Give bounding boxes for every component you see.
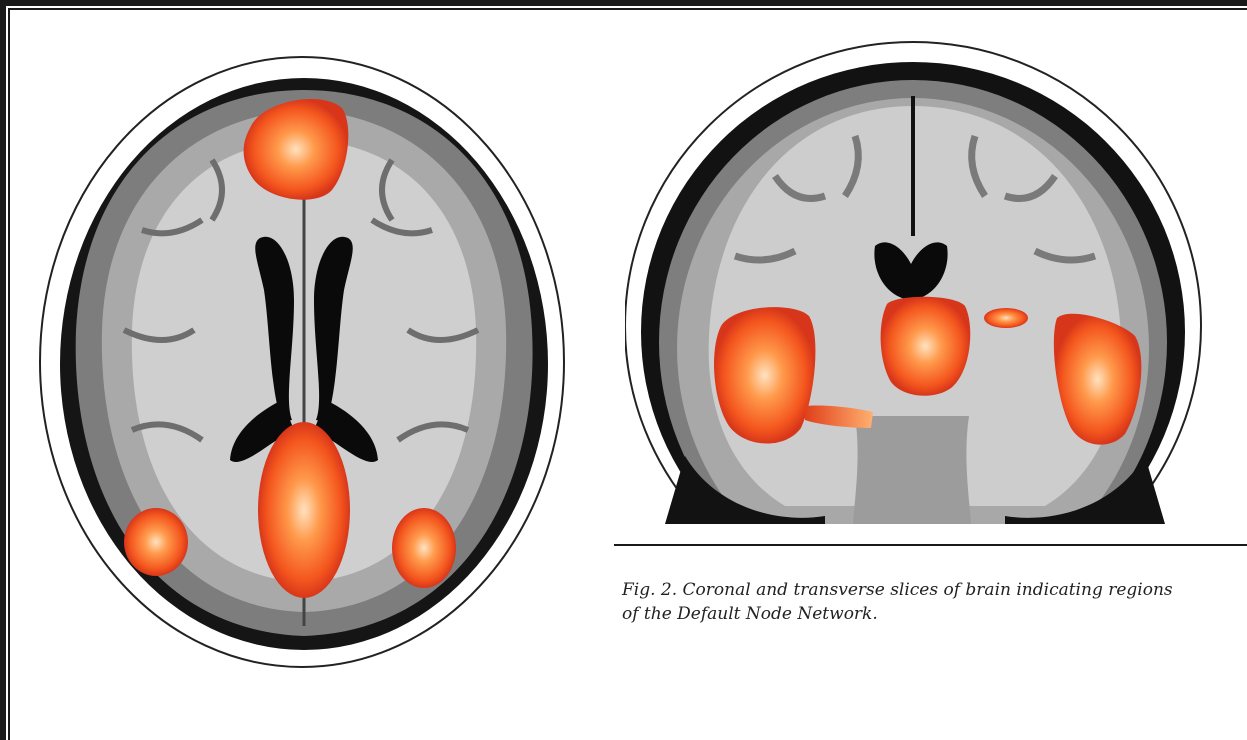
coronal-slice (625, 36, 1205, 526)
frame-border-top (0, 0, 1247, 6)
brainstem (853, 416, 971, 524)
posterior-cingulate-activation (258, 422, 350, 598)
frame-border-left (0, 0, 6, 740)
frame-inner-border-left (8, 8, 10, 740)
transverse-slice (32, 30, 572, 710)
thalamic-activation (881, 297, 971, 396)
figure-caption: Fig. 2. Coronal and transverse slices of… (622, 578, 1182, 626)
left-parietal-activation (124, 508, 188, 576)
caption-rule (614, 544, 1247, 546)
right-parietal-activation (392, 508, 456, 588)
small-insular-activation (984, 308, 1028, 328)
frame-inner-border-top (8, 8, 1247, 10)
left-temporal-activation (714, 307, 815, 443)
